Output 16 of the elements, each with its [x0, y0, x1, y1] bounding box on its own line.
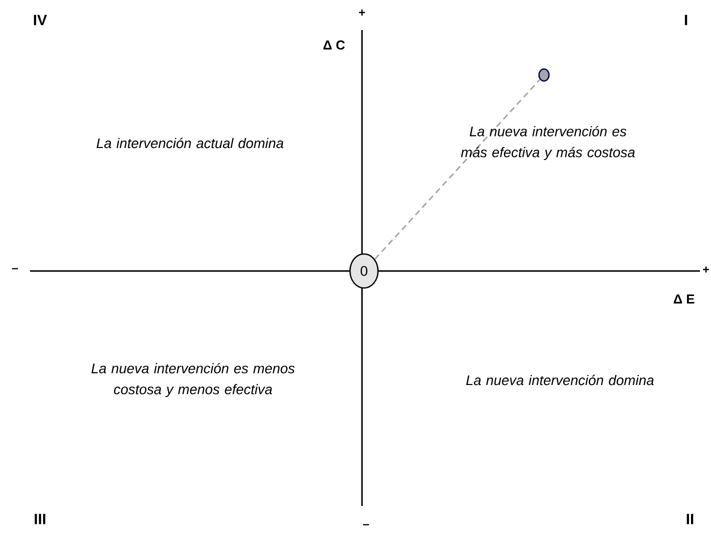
axis-sign: +: [359, 9, 366, 16]
axis-sign: –: [363, 524, 369, 526]
axis-sign: +: [703, 266, 709, 273]
dashed-line: [374, 79, 540, 260]
axis-label: Δ E: [674, 294, 694, 304]
quadrant-text: La nueva intervención es menos costosa y menos efectiva: [91, 362, 295, 398]
quadrant-numeral: IV: [34, 14, 47, 26]
data-point: [538, 68, 550, 82]
quadrant-numeral: I: [684, 14, 688, 26]
quadrant-text: La intervención actual domina: [96, 138, 284, 148]
quadrant-numeral: III: [34, 514, 46, 524]
quadrant-numeral: II: [686, 514, 694, 524]
axis-label: Δ C: [323, 40, 345, 50]
quadrant-text: La nueva intervención es más efectiva y más costosa: [461, 126, 635, 160]
axis-sign: –: [12, 268, 18, 270]
quadrant-text: La nueva intervención domina: [466, 374, 654, 386]
